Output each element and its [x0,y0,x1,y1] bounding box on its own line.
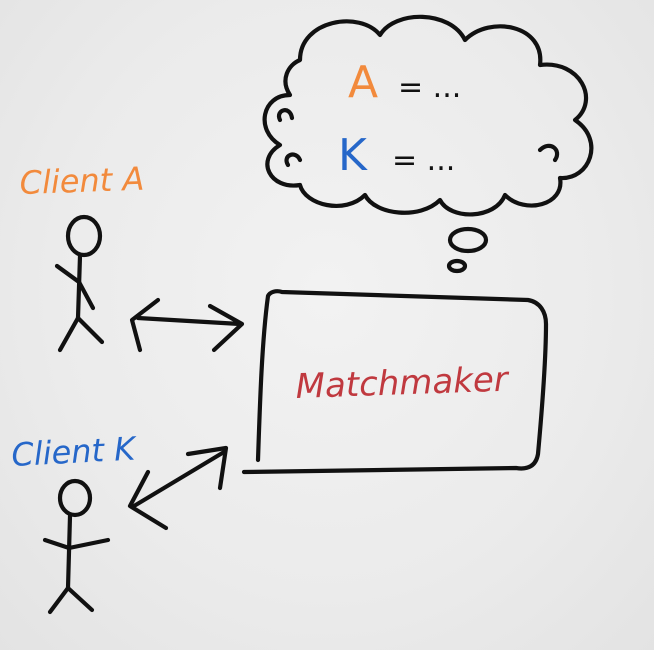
thought-cloud-inner-curl-2 [284,152,303,168]
client-k-right-arm [66,537,111,551]
arrow-a-right-head [207,303,245,353]
thought-cloud-inner-curl-3 [537,143,560,163]
client-a-stick-figure [54,214,105,353]
client-a-left-arm [54,263,82,285]
thought-k-key: K [338,130,368,181]
client-k-stick-figure [42,478,111,615]
client-k-label: Client K [10,429,139,474]
matchmaker-box [241,289,549,475]
arrow-k-left-head [127,469,169,531]
client-a-head [65,214,103,258]
thought-bubble-medium [447,226,489,254]
arrow-client-k-matchmaker [127,445,229,531]
client-a-label: Client A [19,160,145,202]
client-k-left-arm [42,537,72,551]
client-k-left-leg [47,585,71,615]
client-k-body [65,513,73,591]
thought-cloud-inner-curl-1 [276,108,295,123]
arrow-k-right-head [185,445,229,491]
client-k-head [57,478,93,518]
arrow-client-a-matchmaker [129,297,245,353]
thought-k-rest: = ... [392,143,455,178]
thought-cloud-outline [262,14,594,217]
arrow-a-shaft [135,315,243,327]
thought-a-key: A [348,57,378,108]
thought-a-rest: = ... [398,70,461,105]
client-a-right-arm [76,279,96,311]
thought-cloud: A = ... K = ... [262,14,594,274]
client-a-body [75,253,83,321]
client-a-left-leg [57,315,81,353]
client-a-right-leg [75,315,105,345]
thought-bubble-small [446,258,468,274]
matchmaker-label: Matchmaker [295,360,511,407]
client-k-right-leg [65,585,95,613]
arrow-a-left-head [129,297,161,353]
arrow-k-shaft [131,449,227,509]
